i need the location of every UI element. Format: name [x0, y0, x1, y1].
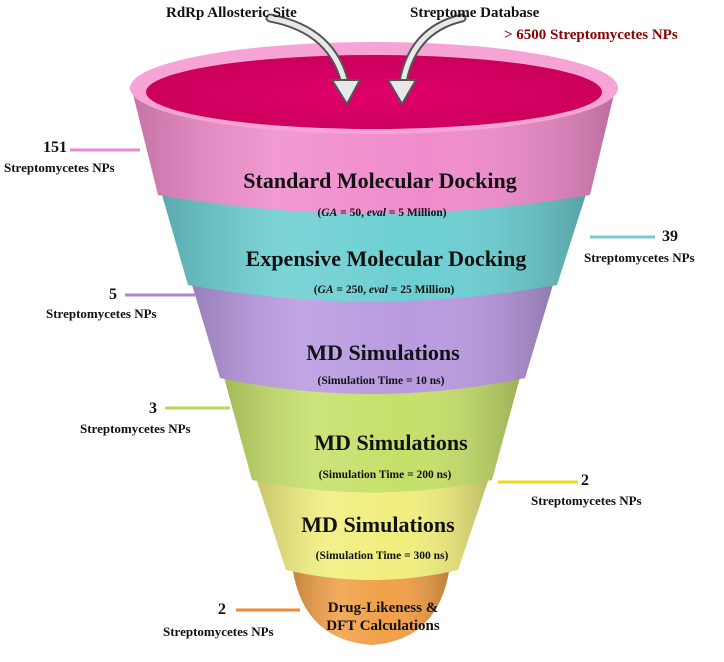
stage-1-subtitle: (GA = 50, eval = 5 Million)	[317, 207, 447, 219]
stage-2-title: Expensive Molecular Docking	[245, 246, 527, 271]
band-drug-likeness	[292, 565, 450, 645]
stage-3-title: MD Simulations	[306, 340, 460, 365]
rdrp-site-label: RdRp Allosteric Site	[166, 5, 297, 21]
stage-4-title: MD Simulations	[314, 430, 468, 455]
count-39-value: 39	[662, 228, 678, 245]
count-151-caption: Streptomycetes NPs	[4, 160, 115, 175]
count-2a-value: 2	[581, 472, 589, 489]
count-2b-caption: Streptomycetes NPs	[163, 624, 274, 639]
count-5-value: 5	[109, 286, 117, 303]
count-39-caption: Streptomycetes NPs	[584, 250, 695, 265]
count-2b-value: 2	[218, 601, 226, 618]
stage-3-subtitle: (Simulation Time = 10 ns)	[317, 375, 445, 387]
arrow-left-icon	[265, 13, 362, 106]
stage-5-title: MD Simulations	[301, 512, 455, 537]
stage-4-subtitle: (Simulation Time = 200 ns)	[318, 469, 452, 481]
band-expensive-docking	[160, 188, 588, 302]
funnel-opening	[146, 55, 602, 129]
count-2a-caption: Streptomycetes NPs	[531, 493, 642, 508]
count-5-caption: Streptomycetes NPs	[46, 306, 157, 321]
band-md-200	[222, 370, 522, 493]
stage-6-title: Drug-Likeness & DFT Calculations	[326, 600, 440, 634]
stage-1-title: Standard Molecular Docking	[243, 168, 517, 193]
database-count-label: > 6500 Streptomycetes NPs	[504, 27, 678, 43]
count-3-value: 3	[149, 400, 157, 417]
band-md-300	[255, 475, 490, 580]
database-label: Streptome Database	[410, 5, 540, 21]
stage-5-subtitle: (Simulation Time = 300 ns)	[315, 550, 449, 562]
stage-2-subtitle: (GA = 250, eval = 25 Million)	[313, 284, 455, 296]
count-151-value: 151	[43, 139, 67, 156]
count-3-caption: Streptomycetes NPs	[80, 421, 191, 436]
arrow-right-icon	[386, 13, 467, 106]
band-md-10	[190, 278, 555, 394]
